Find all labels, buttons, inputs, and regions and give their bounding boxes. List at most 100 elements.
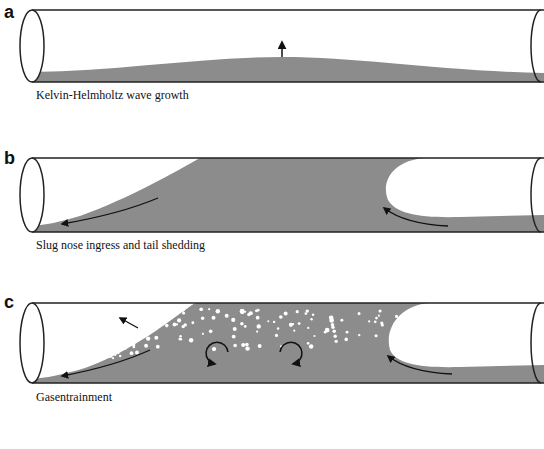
gas-bubble-dot <box>146 336 150 340</box>
gas-bubble-dot <box>117 329 120 332</box>
gas-bubble-dot <box>183 323 186 326</box>
gas-bubble-dot <box>277 327 279 329</box>
gas-bubble-dot <box>404 318 407 321</box>
panel-letter: a <box>4 2 14 23</box>
gas-bubble-dot <box>85 360 89 364</box>
gas-bubble-dot <box>209 330 213 334</box>
gas-bubble-dot <box>255 309 258 312</box>
gas-bubble-dot <box>201 316 204 319</box>
gas-bubble-dot <box>225 314 229 318</box>
gas-bubble-dot <box>307 327 309 329</box>
gas-bubble-dot <box>245 346 249 350</box>
gas-bubble-dot <box>165 324 169 328</box>
gas-bubble-dot <box>247 313 250 316</box>
gas-bubble-dot <box>240 322 244 326</box>
gas-bubble-dot <box>135 351 139 355</box>
gas-bubble <box>386 158 544 217</box>
gas-bubble-dot <box>141 326 144 329</box>
pipe-wall <box>32 158 544 232</box>
gas-bubble-dot <box>307 342 310 345</box>
gas-bubble-dot <box>378 309 381 312</box>
gas-bubble-dot <box>397 320 399 322</box>
liquid-slug <box>32 158 544 232</box>
gas-bubble-dot <box>333 335 336 338</box>
gas-bubble-dot <box>150 322 155 327</box>
gas-bubble-dot <box>329 318 334 323</box>
gas-bubble-dot <box>156 345 160 349</box>
gas-bubble-dot <box>123 345 128 350</box>
panel-letter: c <box>4 292 14 313</box>
liquid-slug <box>32 303 544 383</box>
gas-bubble-dot <box>208 308 210 310</box>
gas-bubble-dot <box>244 325 247 328</box>
gas-bubble-dot <box>199 307 203 311</box>
gas-bubble-dot <box>240 309 245 314</box>
gas-bubble-dot <box>305 312 308 315</box>
gas-bubble-dot <box>358 312 360 314</box>
pipe-wall <box>32 303 544 383</box>
gas-bubble-dot <box>72 366 75 369</box>
gas-bubble-dot <box>62 365 65 368</box>
gas-bubble-dot <box>406 323 408 325</box>
gas-bubble-dot <box>296 310 299 313</box>
gas-bubble-dot <box>173 323 177 327</box>
liquid-layer <box>32 57 544 82</box>
pipe-end <box>531 303 541 383</box>
panel-caption: Slug nose ingress and tail shedding <box>36 238 205 253</box>
panel-caption: Kelvin-Helmholtz wave growth <box>36 88 189 103</box>
gas-bubble-dot <box>312 313 315 316</box>
gas-bubble-dot <box>309 344 313 348</box>
vortex-arrow <box>280 342 302 364</box>
pipe-a <box>20 10 544 82</box>
gas-bubble-dot <box>258 344 262 348</box>
gas-bubble-dot <box>144 344 148 348</box>
gas-bubble-dot <box>310 318 312 320</box>
growth-arrow <box>281 42 283 57</box>
gas-bubble-dot <box>191 321 194 324</box>
gas-bubble-dot <box>50 372 53 375</box>
gas-bubble-dot <box>111 338 114 341</box>
gas-bubble-dot <box>54 368 57 371</box>
pipe-end <box>20 158 44 232</box>
gas-bubble-dot <box>96 359 100 363</box>
gas-bubble-dot <box>358 334 360 336</box>
gas-bubble-dot <box>279 315 283 319</box>
gas-bubble-dot <box>212 347 216 351</box>
gas-bubble-dot <box>381 323 384 326</box>
gas-bubble-dot <box>116 320 119 323</box>
gas-bubble-dot <box>241 343 245 347</box>
gas-bubble-dot <box>179 335 181 337</box>
flow-arrow <box>120 318 138 328</box>
gas-bubble-dot <box>292 323 294 325</box>
gas-bubble-dot <box>340 319 343 322</box>
gas-bubble-dot <box>177 318 181 322</box>
gas-bubble-dot <box>145 322 149 326</box>
gas-bubble-dot <box>374 321 377 324</box>
gas-bubble-dot <box>150 314 152 316</box>
gas-bubble-dot <box>59 367 61 369</box>
gas-bubble-dot <box>406 326 410 330</box>
flow-arrow <box>388 356 452 374</box>
gas-bubble-dot <box>378 315 380 317</box>
gas-bubble-dot <box>93 359 96 362</box>
gas-bubble-dot <box>240 309 245 314</box>
gas-bubble-dot <box>90 363 92 365</box>
gas-bubble-dot <box>393 322 395 324</box>
gas-bubble-dot <box>93 359 95 361</box>
pipe-c <box>20 303 544 383</box>
vortex-arrow <box>206 342 228 364</box>
gas-bubble-dot <box>256 316 260 320</box>
gas-bubble-dot <box>313 335 315 337</box>
gas-bubble-dot <box>114 354 116 356</box>
gas-bubble-dot <box>119 355 121 357</box>
gas-bubble-dot <box>233 344 237 348</box>
pipe-end <box>20 303 44 383</box>
gas-bubble-dot <box>275 334 278 337</box>
gas-bubble-dot <box>85 360 89 364</box>
pipe-end <box>531 158 541 232</box>
gas-bubble-dot <box>130 351 134 355</box>
gas-bubble-dot <box>112 357 114 359</box>
gas-bubble-dot <box>344 338 348 342</box>
gas-bubble-dot <box>273 321 275 323</box>
